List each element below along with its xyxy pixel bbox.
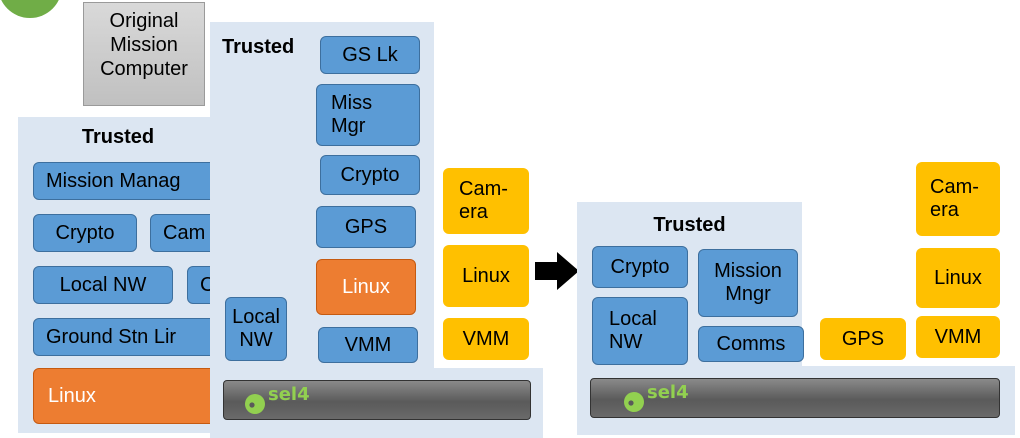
target-camera: Cam- era: [916, 162, 1000, 236]
virtualized-gs-link: GS Lk: [320, 36, 420, 74]
legacy-local-nw: Local NW: [33, 266, 173, 304]
virtualized-untrusted-linux: Linux: [443, 245, 529, 307]
target-mission-manager: Mission Mngr: [698, 249, 798, 317]
target-comms: Comms: [698, 326, 804, 362]
virtualized-local-nw: Local NW: [225, 297, 287, 361]
legacy-crypto: Crypto: [33, 214, 137, 252]
green-circle-icon: [1, 0, 59, 18]
virtualized-trusted-label: Trusted: [222, 36, 295, 58]
target-gps: GPS: [820, 318, 906, 360]
target-local-nw: Local NW: [592, 297, 688, 365]
legacy-linux: Linux: [33, 368, 233, 424]
right-arrow-icon: [535, 252, 579, 290]
virtualized-vmm: VMM: [318, 327, 418, 363]
target-sel4-kernel: [590, 378, 1000, 418]
sel4-key-icon: [245, 394, 265, 414]
original-mission-computer: Original Mission Computer: [83, 2, 205, 106]
virtualized-sel4-logo: sel4: [268, 384, 310, 405]
virtualized-crypto: Crypto: [320, 155, 420, 195]
target-untrusted-linux: Linux: [916, 248, 1000, 308]
target-trusted-label: Trusted: [653, 214, 726, 236]
legacy-mission-manager: Mission Manag: [33, 162, 233, 200]
sel4-key-icon-target: [624, 392, 644, 412]
virtualized-mission-manager: Miss Mgr: [316, 84, 420, 146]
virtualized-camera: Cam- era: [443, 168, 529, 234]
target-untrusted-vmm: VMM: [916, 316, 1000, 358]
virtualized-sel4-kernel: [223, 380, 531, 420]
virtualized-gps: GPS: [316, 206, 416, 248]
target-sel4-logo: sel4: [647, 382, 689, 403]
target-crypto: Crypto: [592, 246, 688, 288]
legacy-trusted-label: Trusted: [81, 126, 155, 148]
legacy-ground-station-link: Ground Stn Lir: [33, 318, 233, 356]
virtualized-linux: Linux: [316, 259, 416, 315]
virtualized-untrusted-vmm: VMM: [443, 318, 529, 360]
